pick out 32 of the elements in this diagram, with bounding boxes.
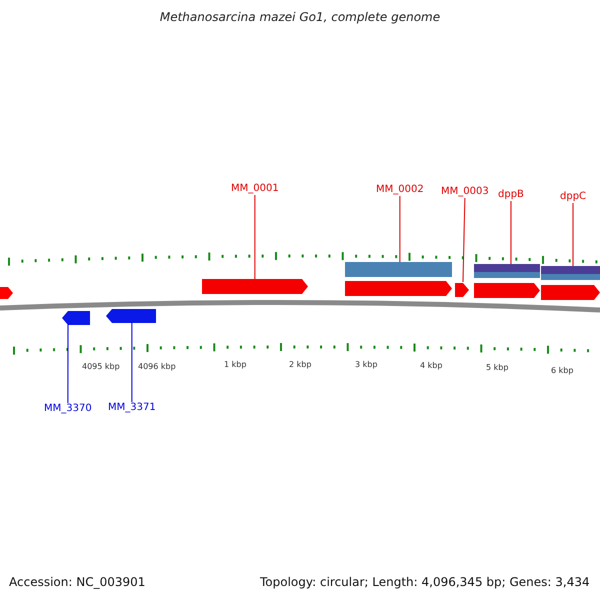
- leader-line: [254, 194, 256, 280]
- leader-line: [399, 196, 400, 262]
- gene-label: MM_0002: [376, 184, 424, 196]
- gene-label: dppB: [498, 189, 524, 201]
- title: Methanosarcina mazei Go1, complete genome: [158, 10, 442, 24]
- genome-stats-text: Topology: circular; Length: 4,096,345 bp; Genes: 3,434: [260, 575, 590, 589]
- gene-feature: [106, 308, 156, 322]
- leader-line: [510, 200, 512, 264]
- scale-label: 4096 kbp: [138, 362, 176, 371]
- scale-label: 1 kbp: [224, 360, 246, 369]
- accession-text: Accession: NC_003901: [9, 575, 146, 589]
- scale-label: 5 kbp: [486, 363, 508, 372]
- scale-label: 4095 kbp: [82, 362, 120, 371]
- gene-feature: [345, 262, 452, 296]
- leader-line: [67, 324, 68, 404]
- gene-feature: [541, 266, 600, 300]
- gene-label: MM_3371: [108, 402, 156, 414]
- leader-line: [131, 322, 132, 402]
- scale-label: 3 kbp: [355, 360, 378, 369]
- gene-label: dppC: [560, 191, 586, 203]
- gene-feature: [202, 279, 308, 294]
- scale-label: 4 kbp: [420, 361, 442, 370]
- scale-label: 2 kbp: [289, 360, 312, 369]
- gene-label: MM_0003: [441, 186, 489, 198]
- scale-label: 6 kbp: [551, 366, 574, 375]
- leader-line: [462, 198, 466, 282]
- gene-feature: [62, 310, 90, 324]
- gene-feature: [455, 282, 469, 296]
- leader-line: [572, 202, 574, 266]
- gene-label: MM_0001: [231, 183, 279, 195]
- gene-feature: [474, 264, 540, 298]
- gene-label: MM_3370: [44, 403, 92, 415]
